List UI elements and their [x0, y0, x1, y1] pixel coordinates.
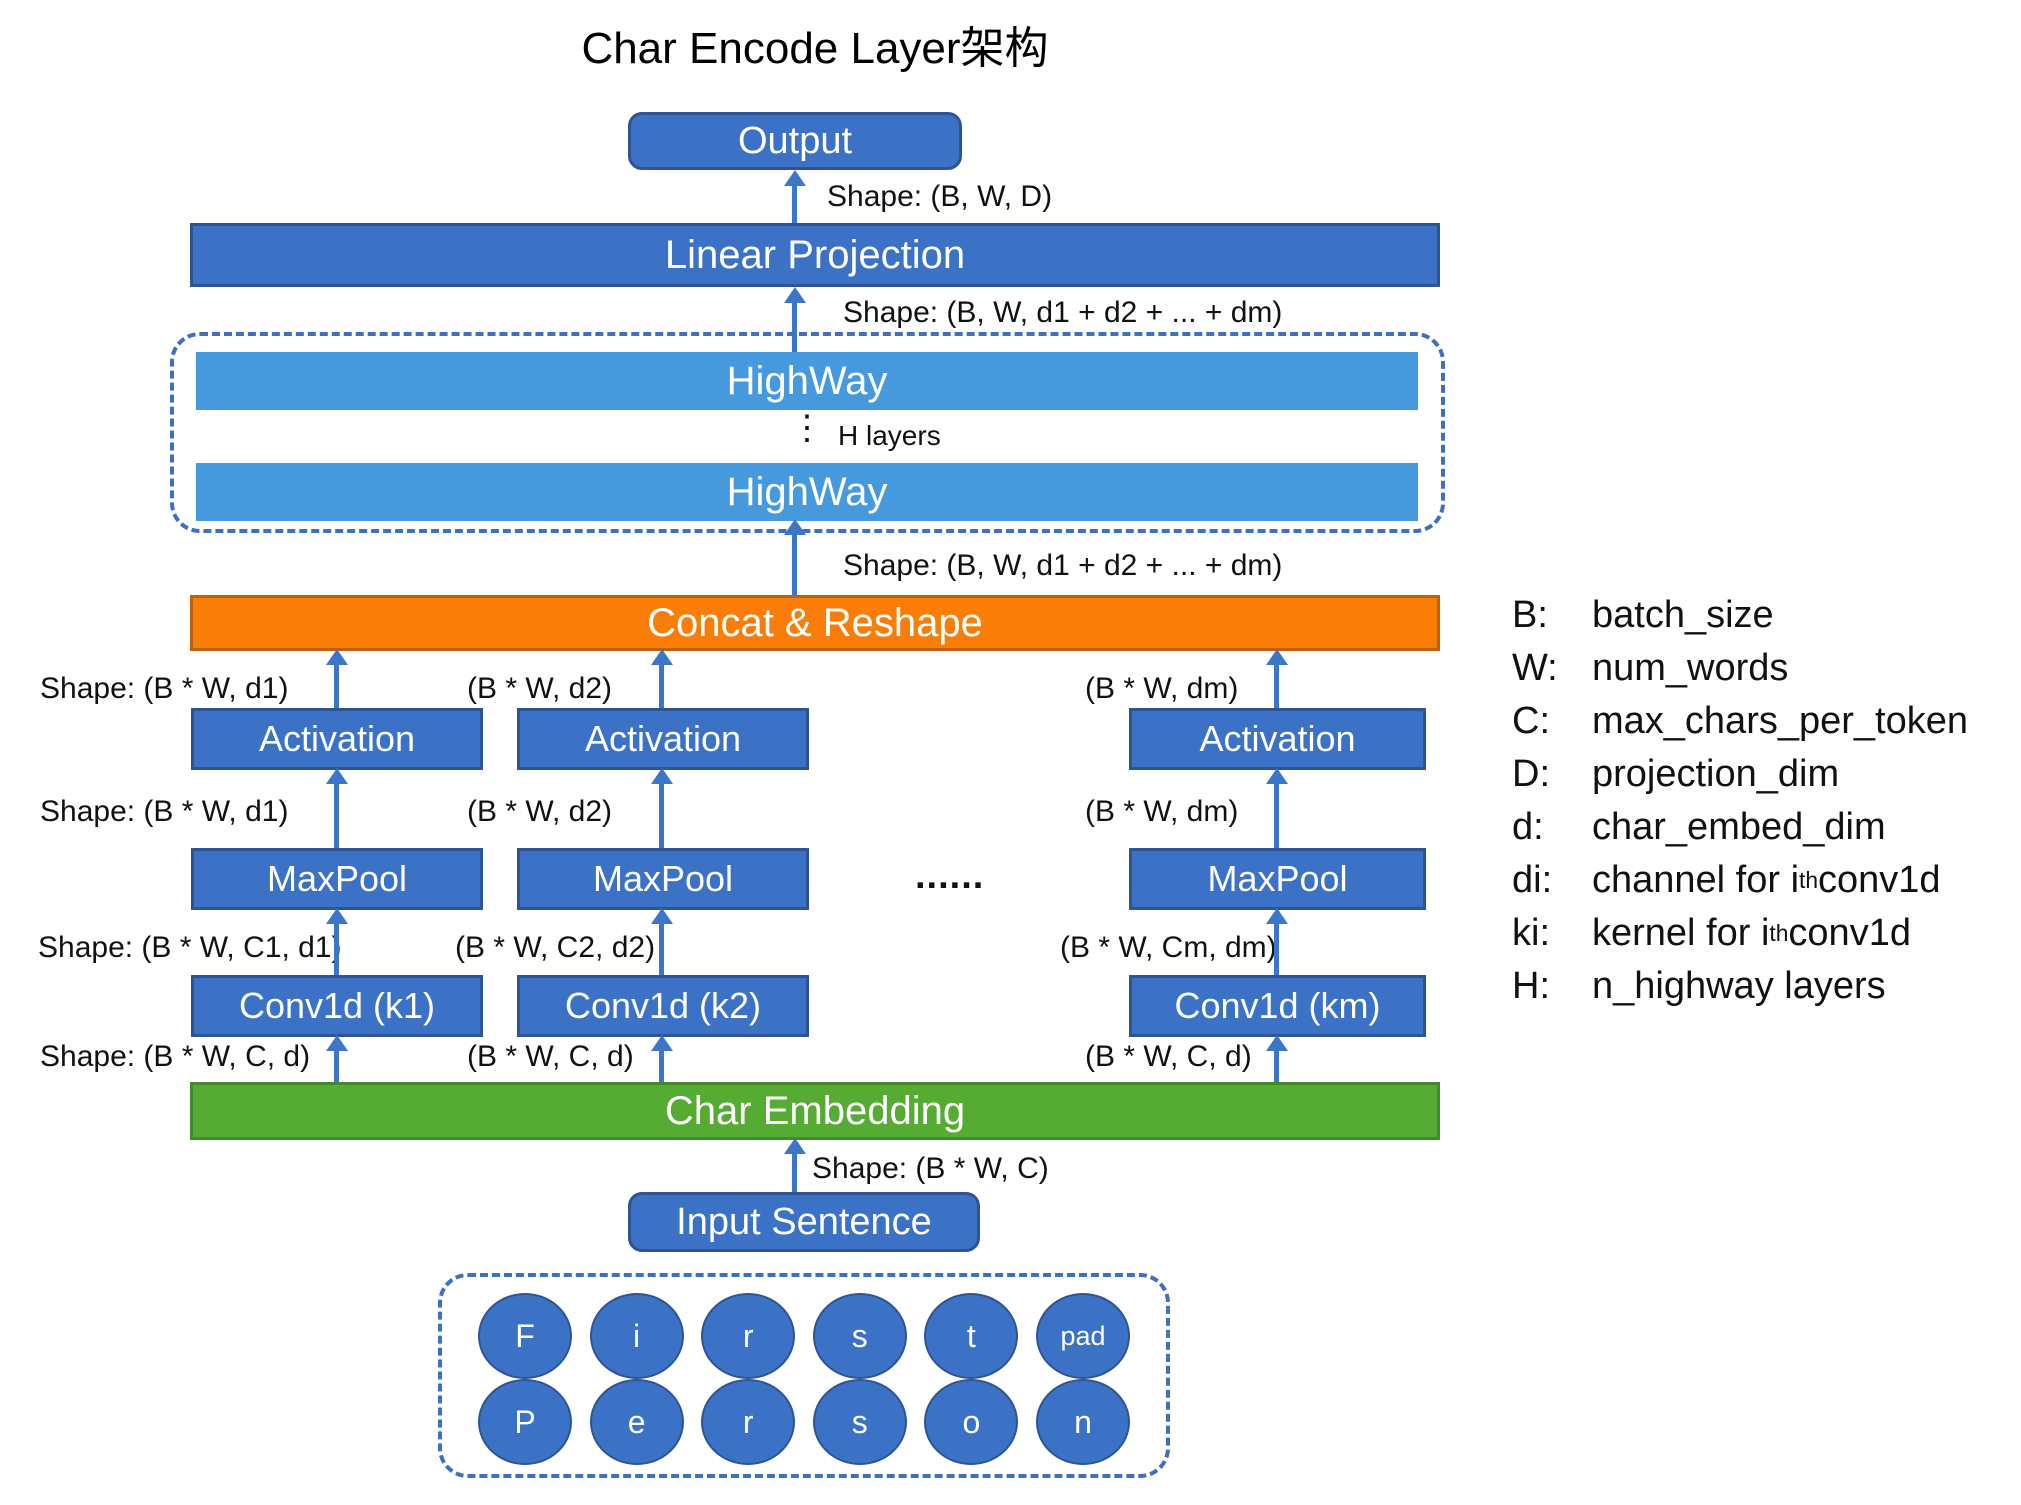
arrow-embedding-to-conv-1	[326, 1035, 348, 1084]
arrow-highway-to-linear	[784, 287, 806, 352]
arrow-linear-to-output	[784, 170, 806, 225]
legend-key: D:	[1512, 753, 1550, 795]
input-chars-container: F i r s t pad P e r s o n	[438, 1273, 1170, 1478]
diagram-title: Char Encode Layer架构	[581, 24, 1049, 73]
maxpool-node-3: MaxPool	[1129, 848, 1426, 910]
char-oval: r	[701, 1379, 796, 1465]
legend-value: kernel for i	[1592, 912, 1770, 954]
legend-row-w: W: num_words	[1512, 642, 1968, 695]
char-oval: i	[589, 1293, 684, 1379]
legend-key: B:	[1512, 594, 1548, 636]
input-chars-row-2: P e r s o n	[478, 1379, 1130, 1465]
concat-reshape-node: Concat & Reshape	[190, 595, 1440, 651]
legend-value: n_highway layers	[1592, 965, 1886, 1007]
arrow-conv-to-maxpool-3	[1266, 908, 1288, 977]
linear-projection-node: Linear Projection	[190, 223, 1440, 287]
legend-value: num_words	[1592, 647, 1789, 689]
char-oval: s	[812, 1379, 907, 1465]
char-oval-pad: pad	[1035, 1293, 1130, 1379]
highway-node-bottom: HighWay	[196, 463, 1418, 521]
char-oval: e	[589, 1379, 684, 1465]
legend-key: d:	[1512, 806, 1544, 848]
output-node: Output	[628, 112, 962, 170]
shape-label-highway-in: Shape: (B, W, d1 + d2 + ... + dm)	[843, 549, 1283, 582]
legend-row-b: B: batch_size	[1512, 589, 1968, 642]
legend-key: ki:	[1512, 912, 1550, 954]
legend-key: di:	[1512, 859, 1553, 901]
shape-label-activation-out-2: (B * W, d2)	[467, 672, 613, 705]
legend-value: channel for i	[1592, 859, 1800, 901]
shape-label-embedding-out-2: (B * W, C, d)	[467, 1040, 634, 1073]
highway-node-top: HighWay	[196, 352, 1418, 410]
char-oval: n	[1035, 1379, 1130, 1465]
highway-stack-container	[170, 332, 1445, 533]
char-oval: o	[924, 1379, 1019, 1465]
conv1d-node-3: Conv1d (km)	[1129, 975, 1426, 1037]
legend-value: max_chars_per_token	[1592, 700, 1968, 742]
char-oval: r	[701, 1293, 796, 1379]
input-sentence-node: Input Sentence	[628, 1192, 980, 1252]
shape-label-activation-out-3: (B * W, dm)	[1085, 672, 1239, 705]
activation-node-1: Activation	[191, 708, 483, 770]
arrow-maxpool-to-activation-1	[326, 768, 348, 850]
legend-row-c: C: max_chars_per_token	[1512, 695, 1968, 748]
arrow-concat-to-highway	[784, 519, 806, 597]
arrow-maxpool-to-activation-3	[1266, 768, 1288, 850]
shape-label-embedding-out-3: (B * W, C, d)	[1085, 1040, 1252, 1073]
legend-row-d-lower: d: char_embed_dim	[1512, 801, 1968, 854]
arrow-conv-to-maxpool-1	[326, 908, 348, 977]
char-oval: s	[812, 1293, 907, 1379]
legend-row-d-upper: D: projection_dim	[1512, 748, 1968, 801]
legend-value-sup: th	[1769, 920, 1789, 946]
legend-key: C:	[1512, 700, 1550, 742]
legend: B: batch_size W: num_words C: max_chars_per…	[1512, 589, 1968, 1013]
vertical-ellipsis: ⋮	[790, 409, 824, 447]
shape-label-maxpool-out-2: (B * W, d2)	[467, 795, 613, 828]
char-oval: P	[478, 1379, 572, 1465]
shape-label-embedding-in: Shape: (B * W, C)	[812, 1152, 1049, 1185]
legend-value-sup: th	[1799, 867, 1819, 893]
columns-ellipsis: ......	[915, 855, 985, 897]
maxpool-node-2: MaxPool	[517, 848, 809, 910]
shape-label-conv-out-1: Shape: (B * W, C1, d1)	[38, 931, 342, 964]
legend-key: H:	[1512, 965, 1550, 1007]
input-chars-row-1: F i r s t pad	[478, 1293, 1130, 1379]
char-embedding-node: Char Embedding	[190, 1082, 1440, 1140]
legend-value: projection_dim	[1592, 753, 1840, 795]
shape-label-activation-out-1: Shape: (B * W, d1)	[40, 672, 289, 705]
h-layers-label: H layers	[838, 420, 941, 451]
shape-label-linear-in: Shape: (B, W, d1 + d2 + ... + dm)	[843, 296, 1283, 329]
arrow-conv-to-maxpool-2	[651, 908, 673, 977]
activation-node-2: Activation	[517, 708, 809, 770]
legend-value-post: conv1d	[1818, 859, 1941, 901]
arrow-maxpool-to-activation-2	[651, 768, 673, 850]
shape-label-embedding-out-1: Shape: (B * W, C, d)	[40, 1040, 311, 1073]
char-oval: t	[924, 1293, 1019, 1379]
arrow-input-to-embedding	[784, 1138, 806, 1194]
shape-label-conv-out-2: (B * W, C2, d2)	[455, 931, 656, 964]
shape-label-maxpool-out-1: Shape: (B * W, d1)	[40, 795, 289, 828]
maxpool-node-1: MaxPool	[191, 848, 483, 910]
arrow-activation-to-concat-1	[326, 649, 348, 710]
conv1d-node-2: Conv1d (k2)	[517, 975, 809, 1037]
legend-key: W:	[1512, 647, 1558, 689]
legend-value: char_embed_dim	[1592, 806, 1886, 848]
shape-label-maxpool-out-3: (B * W, dm)	[1085, 795, 1239, 828]
legend-value: batch_size	[1592, 594, 1774, 636]
char-oval: F	[478, 1293, 572, 1379]
legend-value-post: conv1d	[1788, 912, 1911, 954]
shape-label-output-in: Shape: (B, W, D)	[827, 180, 1053, 213]
conv1d-node-1: Conv1d (k1)	[191, 975, 483, 1037]
shape-label-conv-out-3: (B * W, Cm, dm)	[1060, 931, 1277, 964]
arrow-activation-to-concat-2	[651, 649, 673, 710]
legend-row-h: H: n_highway layers	[1512, 960, 1968, 1013]
arrow-embedding-to-conv-2	[651, 1035, 673, 1084]
activation-node-3: Activation	[1129, 708, 1426, 770]
arrow-embedding-to-conv-3	[1266, 1035, 1288, 1084]
arrow-activation-to-concat-3	[1266, 649, 1288, 710]
